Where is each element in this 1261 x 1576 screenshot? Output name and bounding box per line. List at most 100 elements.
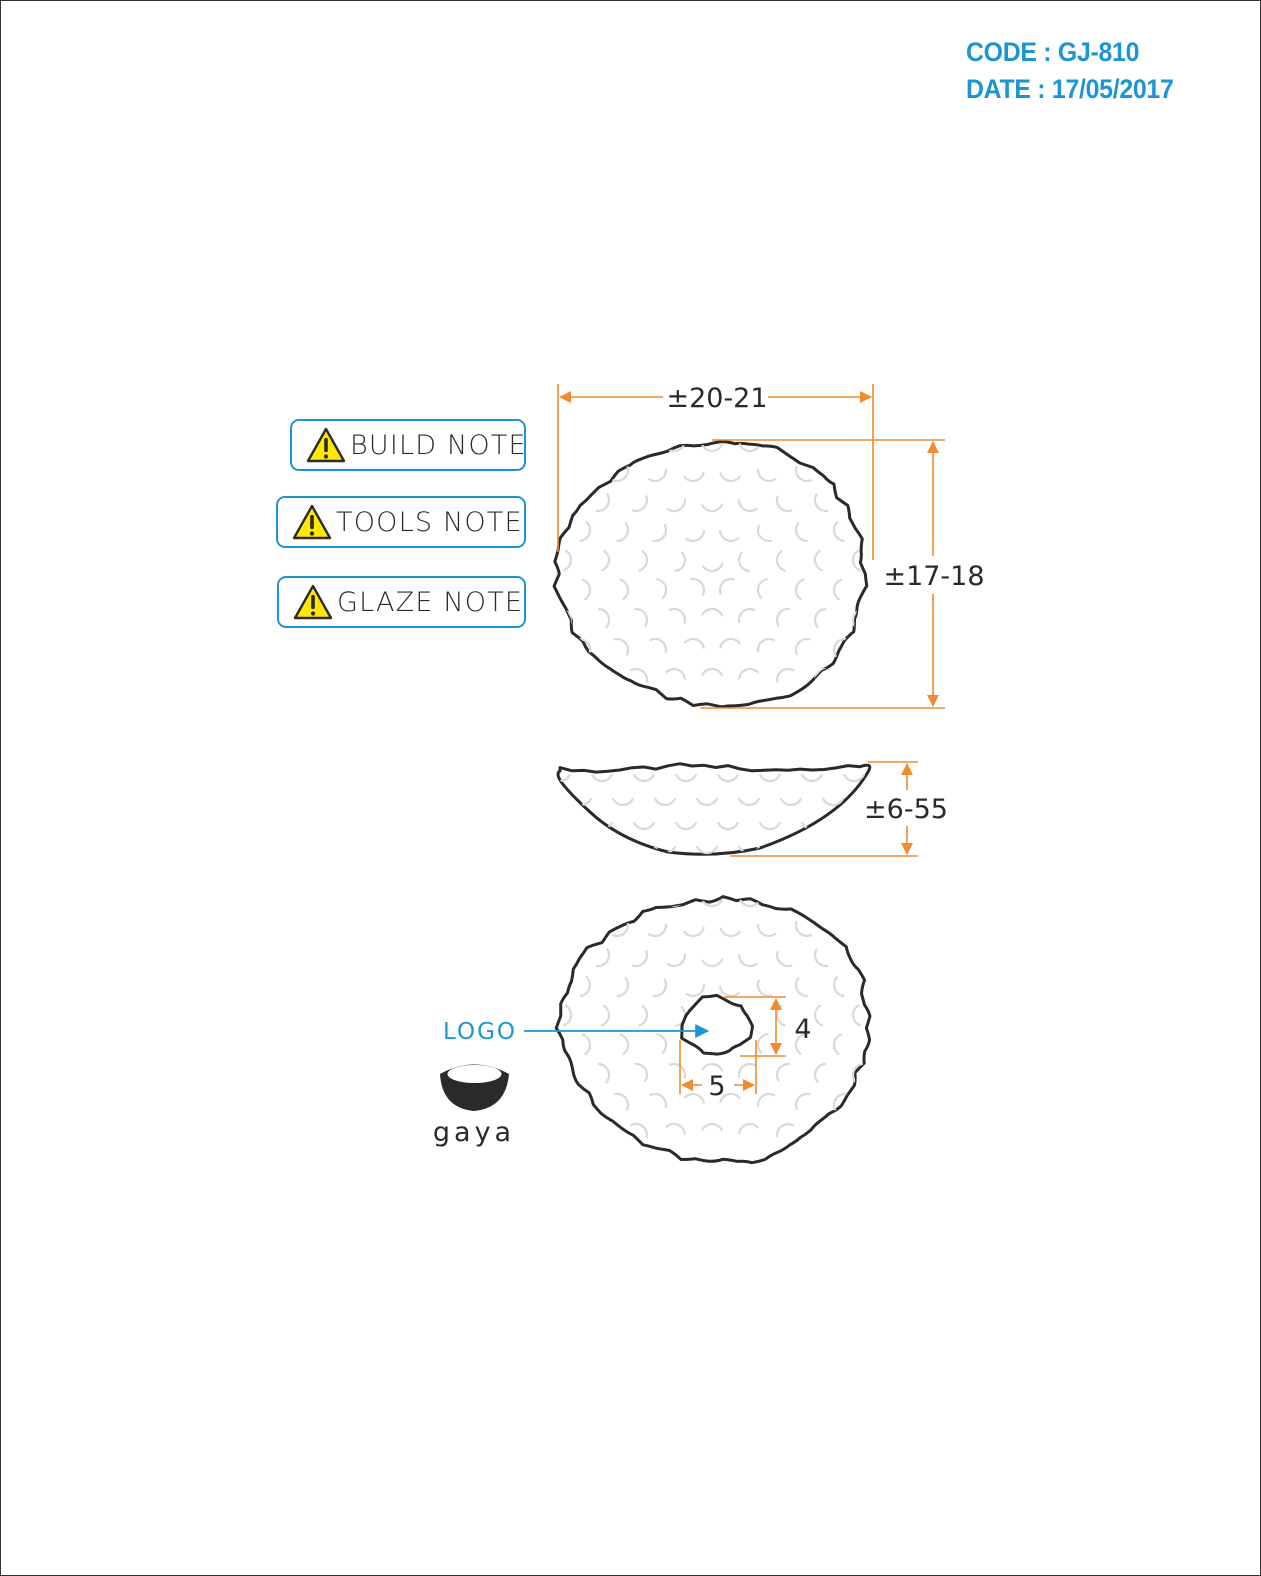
dimple-mark: [557, 1122, 573, 1142]
dimple-mark: [780, 797, 802, 807]
glaze-note-button[interactable]: GLAZE NOTE: [277, 576, 526, 628]
warning-icon: [293, 584, 333, 620]
plate-top-view: [552, 440, 869, 709]
dimple-mark: [756, 979, 773, 998]
dimple-mark: [634, 1062, 649, 1082]
product-code: CODE : GJ-810: [966, 37, 1140, 67]
dimple-mark: [581, 578, 592, 601]
dimple-mark: [832, 578, 843, 601]
dimple-mark: [613, 1092, 630, 1111]
dimple-mark: [612, 465, 630, 483]
dimple-mark: [557, 667, 573, 687]
dimple-mark: [649, 1092, 668, 1109]
dimple-mark: [775, 550, 786, 572]
dimple-mark: [832, 1033, 843, 1056]
dimple-mark: [595, 493, 611, 513]
dimple-mark: [563, 1004, 573, 1027]
dimple-mark: [737, 607, 756, 624]
dimple-mark: [719, 985, 740, 998]
dimple-mark: [701, 503, 723, 513]
dimple-mark: [717, 773, 739, 783]
dimple-mark: [794, 522, 808, 543]
dimple-mark: [832, 521, 845, 542]
dimple-mark: [558, 821, 571, 831]
logo-stamp-area: [680, 993, 754, 1056]
dimple-mark: [737, 499, 758, 513]
dimple-mark: [851, 492, 865, 513]
tools-note-button[interactable]: TOOLS NOTE: [276, 496, 526, 548]
plate-side-view: [556, 762, 872, 856]
warning-icon: [292, 504, 332, 540]
dimple-mark: [559, 492, 573, 513]
dimple-mark: [794, 578, 805, 600]
dimple-mark: [596, 948, 611, 968]
dimple-mark: [633, 773, 655, 783]
dimple-mark: [630, 1122, 649, 1138]
dimple-mark: [612, 797, 634, 807]
dimple-mark: [556, 896, 573, 908]
dimple-mark: [683, 1092, 705, 1105]
dimple-mark: [612, 920, 630, 938]
dimple-mark: [675, 773, 697, 783]
dimple-mark: [616, 976, 630, 998]
dimple-mark: [600, 549, 611, 572]
logo-callout-label: LOGO: [443, 1019, 517, 1045]
dimple-mark: [563, 549, 573, 572]
dimple-mark: [633, 821, 655, 831]
dimple-mark: [843, 821, 865, 831]
dimple-mark: [594, 1122, 611, 1140]
dimple-mark: [696, 845, 718, 855]
glaze-note-label: GLAZE NOTE: [337, 586, 524, 618]
dimple-mark: [813, 493, 829, 513]
dimple-mark: [832, 637, 847, 658]
dimple-mark: [737, 551, 750, 572]
logo-width-label: 5: [708, 1071, 725, 1102]
warning-icon: [306, 427, 346, 463]
dimple-mark: [775, 950, 793, 968]
dimple-mark: [577, 1092, 592, 1113]
dimple-mark: [738, 441, 760, 453]
dimple-mark: [813, 896, 832, 908]
tools-note-label: TOOLS NOTE: [336, 506, 523, 538]
width-dimension-label: ±20-21: [666, 383, 767, 414]
dimple-mark: [689, 577, 706, 596]
bowl-logo-icon: [440, 1064, 509, 1111]
dimple-mark: [652, 524, 668, 543]
dimple-mark: [756, 524, 773, 543]
dimple-mark: [629, 896, 649, 908]
build-note-button[interactable]: BUILD NOTE: [290, 419, 526, 471]
dimple-mark: [756, 923, 777, 937]
dimple-mark: [701, 443, 723, 452]
dimple-mark: [756, 578, 768, 600]
dimple-mark: [759, 773, 781, 783]
dimple-mark: [756, 468, 777, 483]
dimple-mark: [579, 976, 592, 997]
dimple-mark: [717, 821, 739, 831]
dimple-mark: [696, 797, 718, 807]
height-dimension-label: ±6-55: [864, 794, 948, 825]
dimple-mark: [801, 773, 823, 783]
dimple-mark: [631, 495, 649, 513]
dimple-mark: [649, 637, 668, 654]
dimple-mark: [597, 1062, 611, 1084]
dimple-mark: [794, 466, 813, 483]
dimple-mark: [822, 797, 844, 807]
dimple-mark: [756, 1033, 769, 1054]
width-dimension: ±20-21: [557, 383, 874, 560]
dimple-mark: [576, 919, 592, 938]
dimple-mark: [759, 821, 781, 831]
dimple-mark: [654, 797, 676, 807]
dimple-mark: [851, 1004, 861, 1027]
dimple-mark: [591, 773, 613, 783]
depth-dimension-label: ±17-18: [883, 561, 984, 592]
dimple-mark: [701, 667, 723, 677]
dimple-mark: [701, 898, 723, 907]
dimple-mark: [666, 953, 687, 968]
dimple-mark: [794, 1033, 805, 1055]
dimple-mark: [794, 977, 808, 998]
dimple-mark: [719, 637, 741, 649]
dimple-mark: [612, 845, 634, 855]
dimple-mark: [851, 1122, 867, 1142]
dimple-mark: [592, 896, 611, 907]
